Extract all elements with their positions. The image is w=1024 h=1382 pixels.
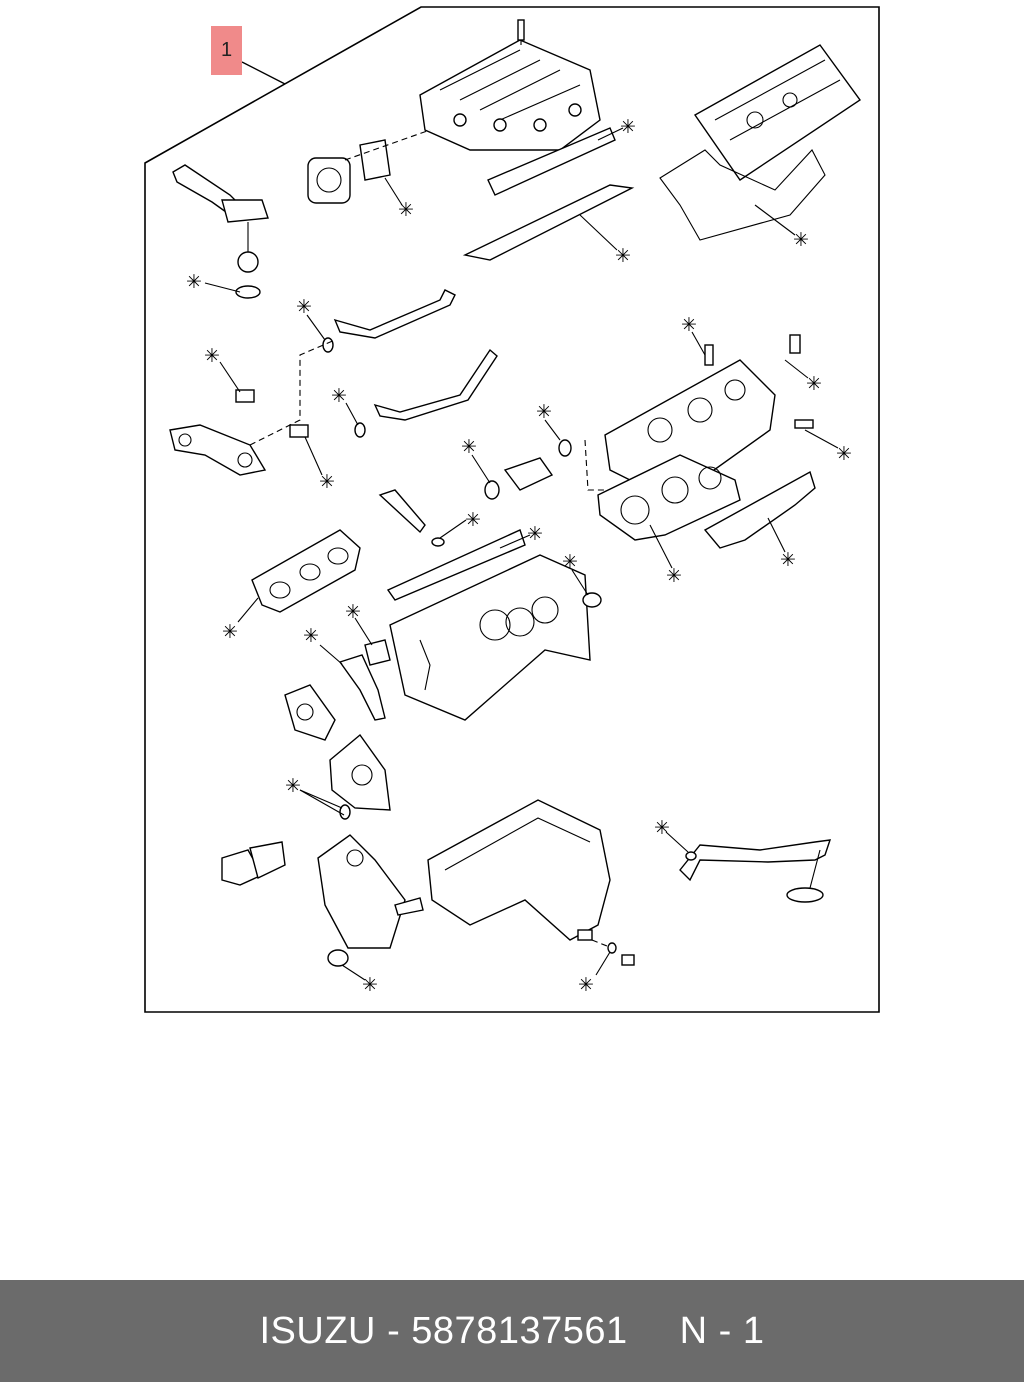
marker: ✳	[780, 549, 796, 571]
lower-intake-gasket	[386, 529, 526, 601]
oil-pump	[329, 733, 391, 820]
replacement-markers: ✳ ✳ ✳ ✳ ✳ ✳ ✳ ✳ ✳ ✳ ✳ ✳ ✳ ✳ ✳ ✳ ✳ ✳ ✳ ✳ …	[186, 116, 852, 996]
intake-manifold	[419, 19, 601, 151]
callout-leader	[241, 61, 286, 85]
marker: ✳	[465, 509, 481, 531]
marker: ✳	[620, 116, 636, 138]
marker: ✳	[345, 601, 361, 623]
exhaust-manifold-gasket-right	[703, 470, 816, 549]
intake-gasket	[462, 184, 635, 261]
marker: ✳	[527, 523, 543, 545]
hose-o-ring	[431, 537, 445, 547]
seal-center-1	[484, 480, 500, 500]
marker: ✳	[836, 443, 852, 465]
marker: ✳	[806, 373, 822, 395]
marker: ✳	[222, 621, 238, 643]
part-info-footer: ISUZU - 5878137561 N - 1	[0, 1280, 1024, 1382]
coolant-pipe-upper	[333, 289, 456, 339]
cylinder-head	[604, 334, 814, 496]
marker: ✳	[398, 199, 414, 221]
marker: ✳	[666, 565, 682, 587]
drain-plug-washer	[607, 942, 617, 954]
marker: ✳	[362, 974, 378, 996]
pipe-o-ring-2	[354, 422, 366, 438]
quantity-label: N - 1	[679, 1309, 765, 1352]
crankshaft-seal	[327, 949, 349, 967]
block-cover-plate	[364, 639, 391, 666]
part-number: 5878137561	[411, 1309, 628, 1352]
callout-number-badge: 1	[211, 26, 242, 75]
coolant-pipe-lower	[373, 348, 498, 421]
marker: ✳	[186, 271, 202, 293]
oil-filter-adapter	[221, 841, 286, 886]
water-outlet	[172, 164, 269, 223]
marker: ✳	[536, 401, 552, 423]
marker: ✳	[303, 625, 319, 647]
coolant-fitting	[503, 457, 554, 491]
coolant-crossover	[169, 339, 336, 476]
seal-center-2	[558, 439, 572, 457]
marker: ✳	[204, 345, 220, 367]
timing-cover	[317, 834, 424, 949]
breather-hose	[378, 489, 426, 534]
marker: ✳	[654, 817, 670, 839]
brand-name: ISUZU	[259, 1309, 376, 1352]
water-pump	[284, 684, 336, 741]
oil-pickup-tube	[679, 839, 832, 903]
marker: ✳	[331, 385, 347, 407]
marker: ✳	[319, 471, 335, 493]
marker: ✳	[285, 775, 301, 797]
cylinder-block	[389, 554, 602, 721]
valve-cover-gasket	[659, 149, 826, 241]
marker: ✳	[296, 296, 312, 318]
diagram-frame	[144, 6, 880, 1013]
exhaust-manifold-gasket-left	[251, 529, 361, 613]
marker: ✳	[562, 551, 578, 573]
marker: ✳	[461, 436, 477, 458]
marker: ✳	[681, 314, 697, 336]
exploded-parts-diagram: ✳ ✳ ✳ ✳ ✳ ✳ ✳ ✳ ✳ ✳ ✳ ✳ ✳ ✳ ✳ ✳ ✳ ✳ ✳ ✳ …	[144, 6, 880, 1013]
marker: ✳	[793, 229, 809, 251]
separator: -	[387, 1309, 401, 1352]
marker: ✳	[578, 974, 594, 996]
throttle-body	[307, 129, 431, 204]
head-gasket-dash	[584, 439, 605, 491]
valve-cover	[693, 44, 861, 181]
thermostat	[235, 222, 261, 299]
intake-runner-gasket	[487, 127, 616, 196]
water-pump-gasket	[338, 654, 386, 721]
marker: ✳	[615, 245, 631, 267]
head-gasket	[597, 454, 741, 541]
oil-pan	[427, 799, 635, 966]
